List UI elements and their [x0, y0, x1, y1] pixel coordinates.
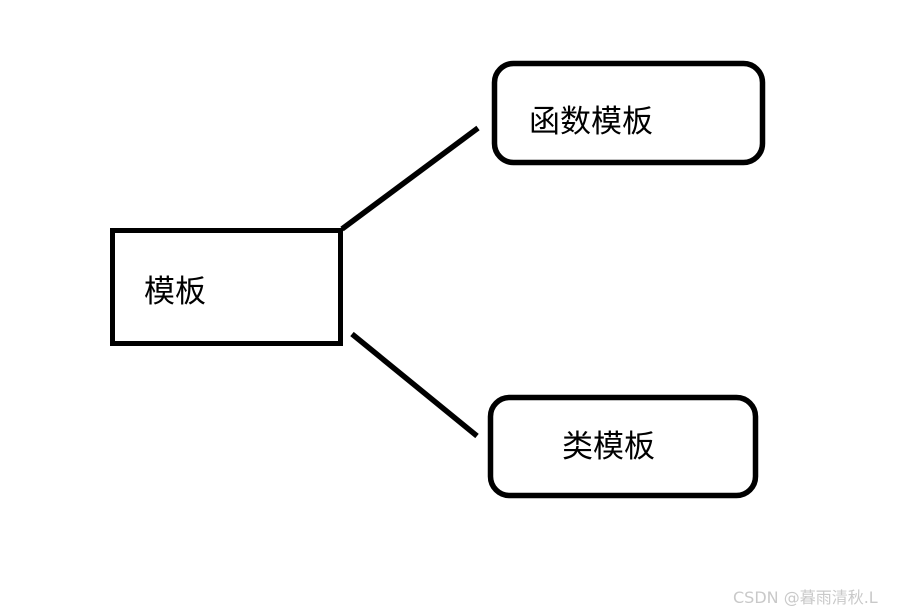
node-label-root: 模板: [144, 274, 206, 310]
edge-root-to-class-template: [350, 331, 479, 439]
node-label-class-template: 类模板: [562, 429, 655, 465]
edge-root-to-function-template: [340, 125, 480, 232]
node-label-function-template: 函数模板: [529, 104, 653, 140]
node-box-function-template[interactable]: [491, 60, 766, 166]
csdn-watermark: CSDN @暮雨清秋.L: [733, 588, 878, 607]
node-box-root[interactable]: [110, 228, 343, 346]
node-box-class-template[interactable]: [487, 394, 759, 499]
